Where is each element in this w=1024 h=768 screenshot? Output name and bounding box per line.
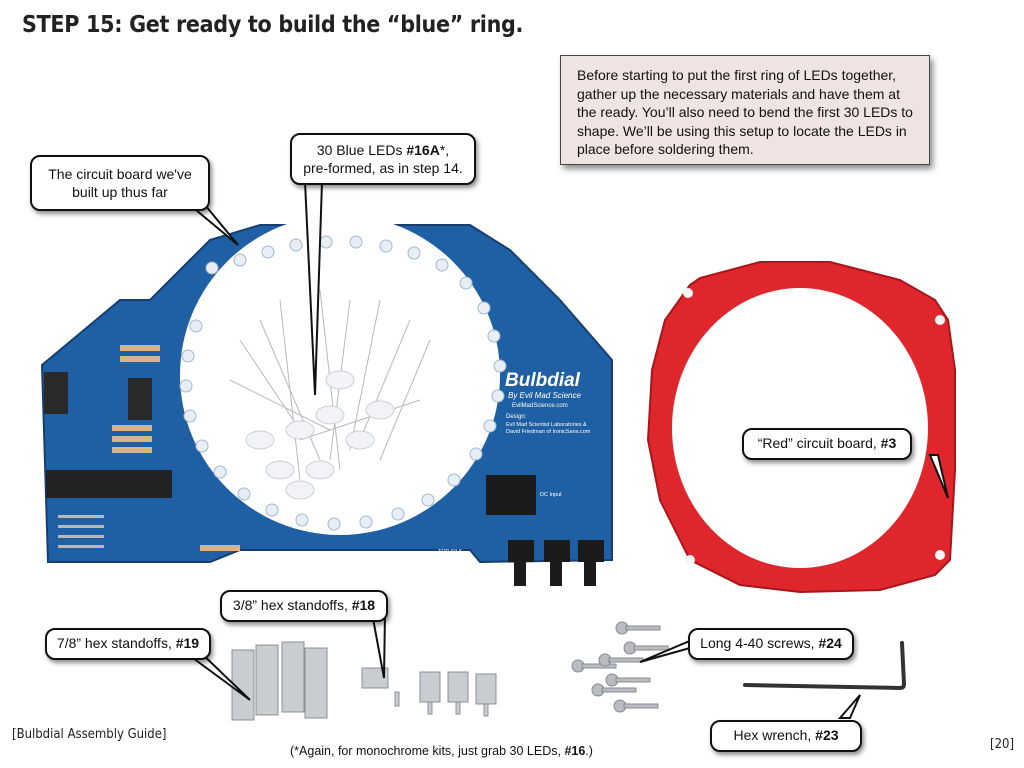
- slide-title: STEP 15: Get ready to build the “blue” r…: [22, 12, 524, 38]
- footer-guide-name: [Bulbdial Assembly Guide]: [12, 727, 167, 742]
- footnote: (*Again, for monochrome kits, just grab …: [290, 744, 593, 758]
- board-name: Bulbdial: [505, 370, 581, 391]
- callout-hex-standoffs-7-8: 7/8” hex standoffs, #19: [45, 628, 211, 660]
- board-design-credit-2: David Friedman of IronicSans.com: [506, 429, 591, 435]
- board-url: EvilMadScience.com: [512, 403, 568, 409]
- callout-hex-standoffs-3-8: 3/8” hex standoffs, #18: [220, 590, 388, 622]
- callout-red-board: “Red” circuit board, #3: [742, 428, 912, 460]
- callout-blue-leds: 30 Blue LEDs #16A*, pre-formed, as in st…: [290, 133, 476, 185]
- board-design-credit-1: Evil Mad Scientist Laboratories &: [506, 422, 587, 428]
- long-4-40-screws: [571, 621, 669, 713]
- board-top-silk: TOP SILK: [438, 549, 463, 555]
- callout-hex-wrench: Hex wrench, #23: [710, 720, 862, 752]
- callout-circuit-board: The circuit board we've built up thus fa…: [30, 155, 210, 211]
- hex-standoffs-3-8: [361, 667, 497, 717]
- intro-text-box: Before starting to put the first ring of…: [560, 55, 930, 165]
- board-design-label: Design:: [506, 414, 527, 420]
- board-dc-label: DC Input: [540, 492, 562, 498]
- hex-wrench: [743, 641, 907, 691]
- red-circuit-board: [646, 261, 956, 594]
- blue-circuit-board: Bulbdial By Evil Mad Science EvilMadScie…: [40, 215, 613, 586]
- blue-led-pile: [229, 289, 431, 500]
- callout-long-screws: Long 4-40 screws, #24: [688, 628, 854, 660]
- board-byline: By Evil Mad Science: [508, 391, 581, 400]
- callout-pointers: [178, 181, 949, 719]
- hex-standoffs-7-8: [231, 641, 328, 721]
- page-number: [20]: [990, 737, 1015, 752]
